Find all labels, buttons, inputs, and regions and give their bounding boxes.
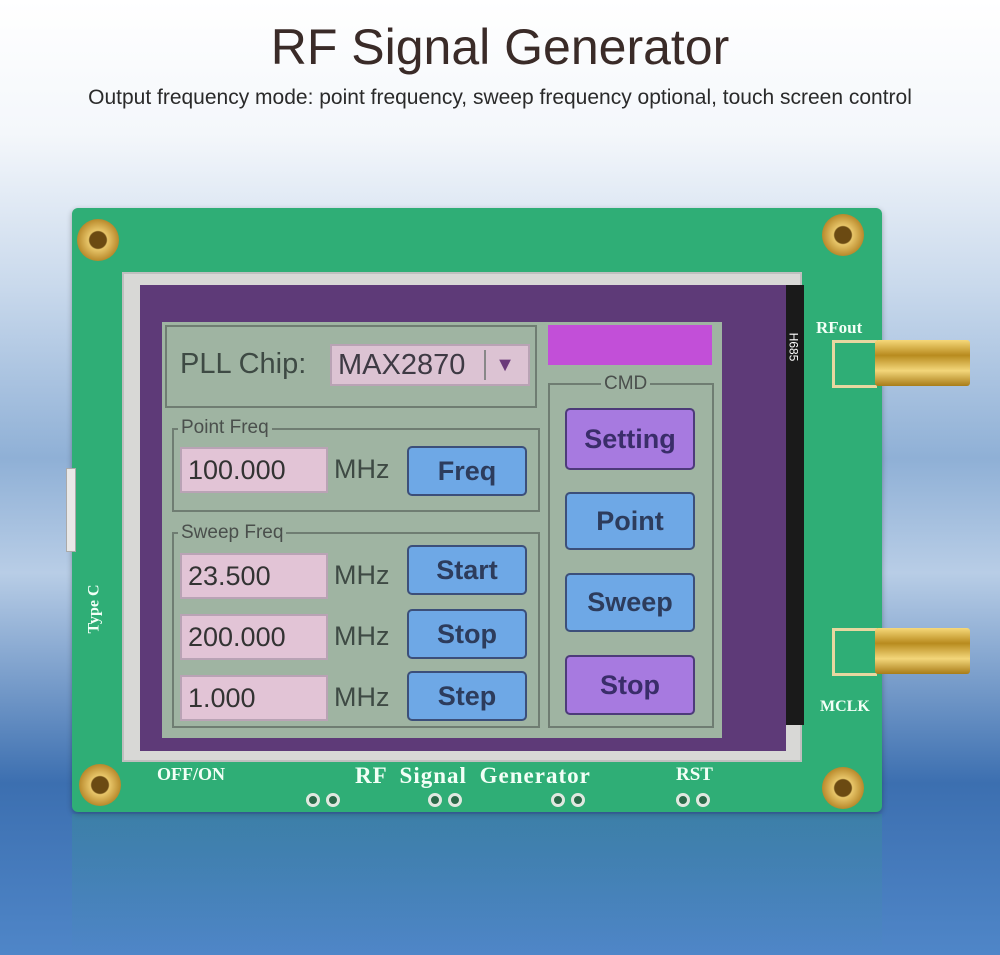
button-pad xyxy=(448,793,462,807)
silkscreen-mclk: MCLK xyxy=(820,698,870,715)
point-freq-input[interactable]: 100.000 xyxy=(180,447,328,493)
button-pad xyxy=(676,793,690,807)
page-title: RF Signal Generator xyxy=(270,19,730,75)
sweep-freq-label: Sweep Freq xyxy=(178,522,287,544)
point-button[interactable]: Point xyxy=(565,492,695,550)
chevron-down-icon[interactable]: ▼ xyxy=(484,350,524,380)
status-bar xyxy=(548,325,712,365)
sweep-stop-unit: MHz xyxy=(334,621,390,651)
button-pad xyxy=(696,793,710,807)
mounting-hole-icon xyxy=(822,214,864,256)
usb-c-port xyxy=(66,468,76,552)
point-freq-label: Point Freq xyxy=(178,417,272,439)
button-pad xyxy=(428,793,442,807)
button-pad xyxy=(551,793,565,807)
ribbon-label: H685 xyxy=(786,332,801,362)
step-button[interactable]: Step xyxy=(407,671,527,721)
sweep-button[interactable]: Sweep xyxy=(565,573,695,632)
point-freq-unit: MHz xyxy=(334,454,390,484)
freq-button[interactable]: Freq xyxy=(407,446,527,496)
button-pad xyxy=(571,793,585,807)
sweep-start-input[interactable]: 23.500 xyxy=(180,553,328,599)
silkscreen-rst: RST xyxy=(676,764,713,785)
mclk-pad xyxy=(832,628,877,676)
sweep-start-unit: MHz xyxy=(334,560,390,590)
silkscreen-title: RF Signal Generator xyxy=(355,763,591,788)
mounting-hole-icon xyxy=(822,767,864,809)
cmd-label: CMD xyxy=(601,373,651,395)
board-reflection xyxy=(72,814,882,955)
sweep-stop-button[interactable]: Stop xyxy=(407,609,527,659)
sweep-stop-input[interactable]: 200.000 xyxy=(180,614,328,660)
pll-chip-label: PLL Chip: xyxy=(180,348,307,380)
silkscreen-rfout: RFout xyxy=(816,318,863,337)
pll-chip-value: MAX2870 xyxy=(338,348,466,381)
point-freq-group xyxy=(172,428,540,512)
ribbon-cable xyxy=(782,285,804,725)
page-subtitle: Output frequency mode: point frequency, … xyxy=(88,86,912,109)
start-button[interactable]: Start xyxy=(407,545,527,595)
pll-frame xyxy=(165,325,537,408)
rfout-sma-connector-icon xyxy=(875,340,970,386)
mclk-sma-connector-icon xyxy=(875,628,970,674)
cmd-stop-button[interactable]: Stop xyxy=(565,655,695,715)
silkscreen-type-c: Type C xyxy=(85,584,103,634)
mounting-hole-icon xyxy=(79,764,121,806)
sweep-step-input[interactable]: 1.000 xyxy=(180,675,328,721)
mounting-hole-icon xyxy=(77,219,119,261)
setting-button[interactable]: Setting xyxy=(565,408,695,470)
sweep-step-unit: MHz xyxy=(334,682,390,712)
pll-chip-dropdown[interactable]: MAX2870 ▼ xyxy=(330,344,530,386)
button-pad xyxy=(306,793,320,807)
sweep-freq-group xyxy=(172,532,540,728)
silkscreen-off-on: OFF/ON xyxy=(157,764,225,784)
button-pad xyxy=(326,793,340,807)
rfout-pad xyxy=(832,340,877,388)
